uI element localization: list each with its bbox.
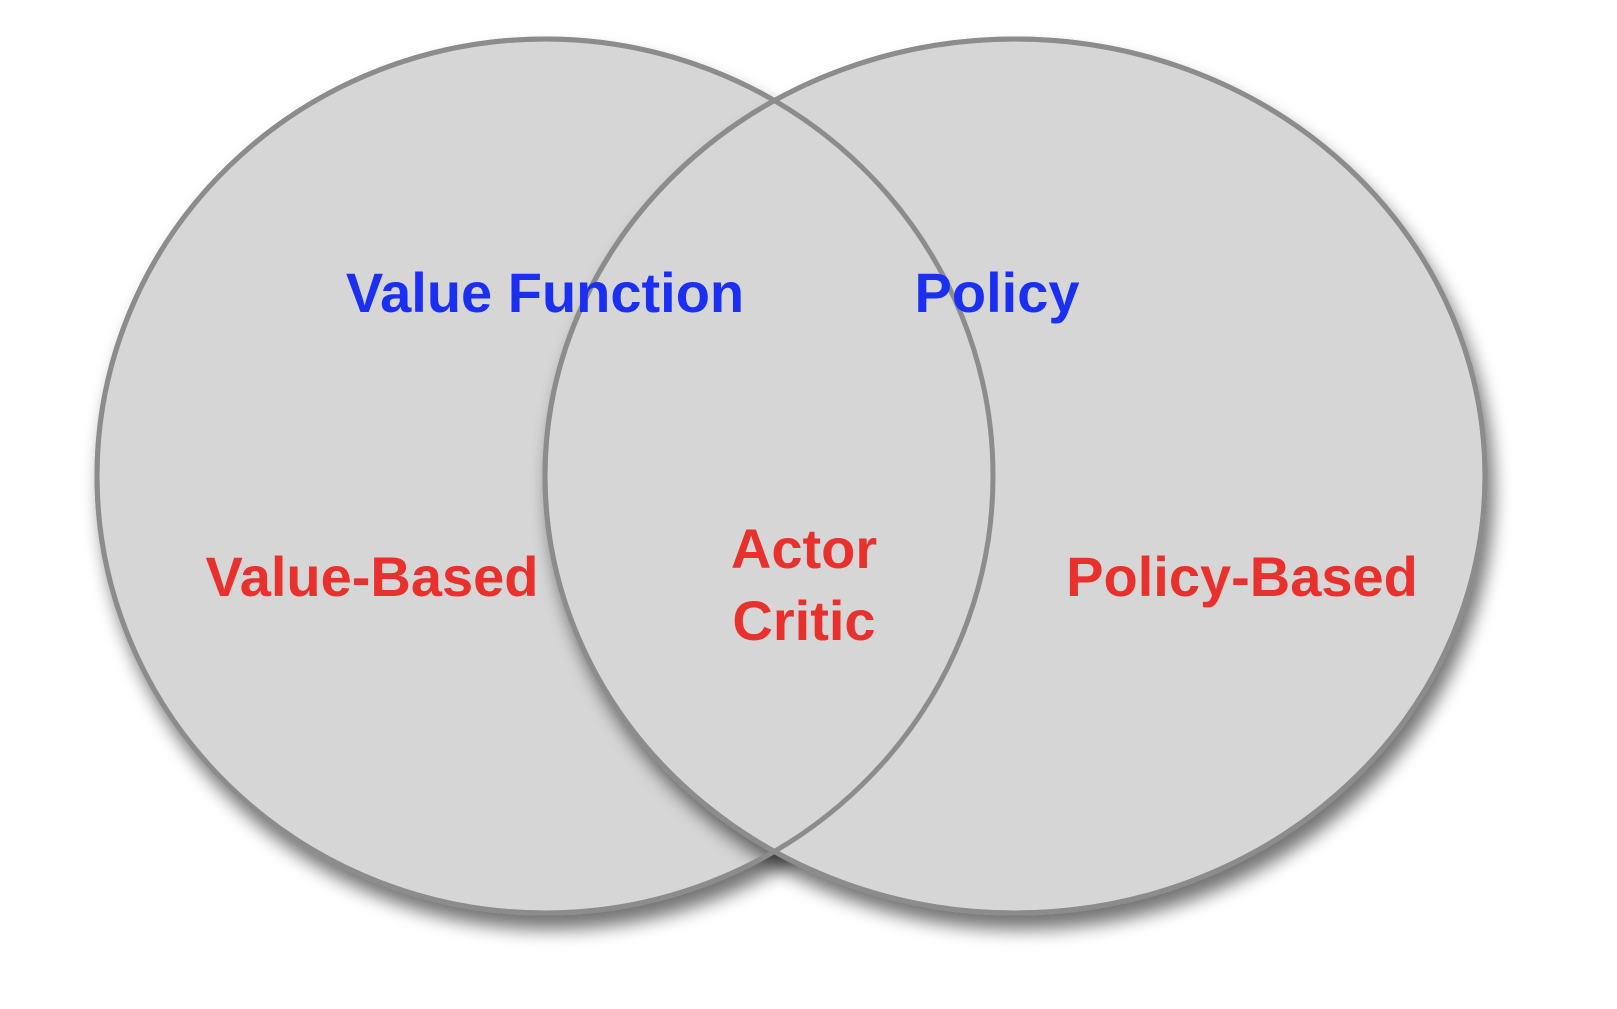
- value-based-label: Value-Based: [205, 545, 538, 608]
- value-function-circle-outline: [94, 36, 996, 916]
- policy-based-label: Policy-Based: [1066, 545, 1418, 608]
- policy-circle-outline: [542, 36, 1488, 916]
- critic-label: Critic: [732, 589, 875, 652]
- actor-label: Actor: [731, 517, 877, 580]
- policy-label: Policy: [915, 261, 1080, 324]
- value-function-label: Value Function: [346, 261, 744, 324]
- policy-circle: [542, 36, 1488, 916]
